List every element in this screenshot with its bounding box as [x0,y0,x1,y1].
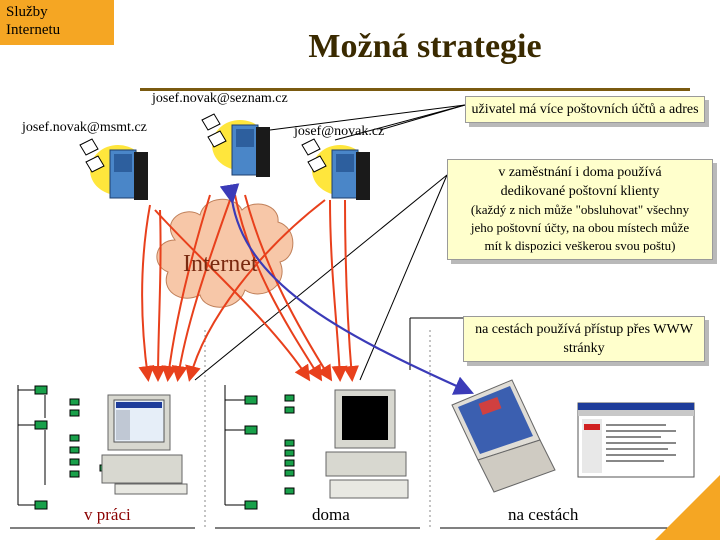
callout-web-text: na cestách používá přístup přes WWW strá… [475,322,693,356]
laptop-icon [451,379,556,493]
callout-accounts-text: uživatel má více poštovních účtů a adres [471,102,699,117]
mail-folder-tree-work [17,385,110,510]
address-seznam: josef.novak@seznam.cz [152,91,288,106]
title-underline [140,88,690,91]
mail-server-seznam [201,113,270,177]
slide-title: Možná strategie [308,28,542,65]
mail-server-msmt [79,138,148,200]
browser-window-icon [577,402,695,478]
location-work-label: v práci [84,505,131,524]
section-tag: Služby Internetu [0,0,114,45]
desktop-computer-home-icon [325,389,409,499]
callout-clients: v zaměstnání i doma používá dedikované p… [447,159,713,260]
section-tag-line2: Internetu [6,22,61,38]
section-tag-line1: Služby [6,4,48,20]
mail-folder-tree-home [224,385,295,510]
location-travel-label: na cestách [508,505,579,524]
desktop-computer-work-icon [101,394,188,495]
callout-clients-main: v zaměstnání i doma používá dedikované p… [498,165,662,199]
address-novak: josef@novak.cz [294,124,385,139]
location-home-label: doma [312,505,350,524]
callout-web: na cestách používá přístup přes WWW strá… [463,316,705,362]
internet-label: Internet [183,251,258,277]
callout-accounts: uživatel má více poštovních účtů a adres [465,96,705,123]
callout-clients-note: (každý z nich může "obsluhovat" všechny … [470,202,690,253]
address-msmt: josef.novak@msmt.cz [22,120,147,135]
section-separators [204,330,431,530]
corner-decoration [655,475,720,540]
mail-server-novak [301,138,370,200]
web-access-arrow [219,183,475,395]
section-tag-text: Služby Internetu [6,3,60,39]
